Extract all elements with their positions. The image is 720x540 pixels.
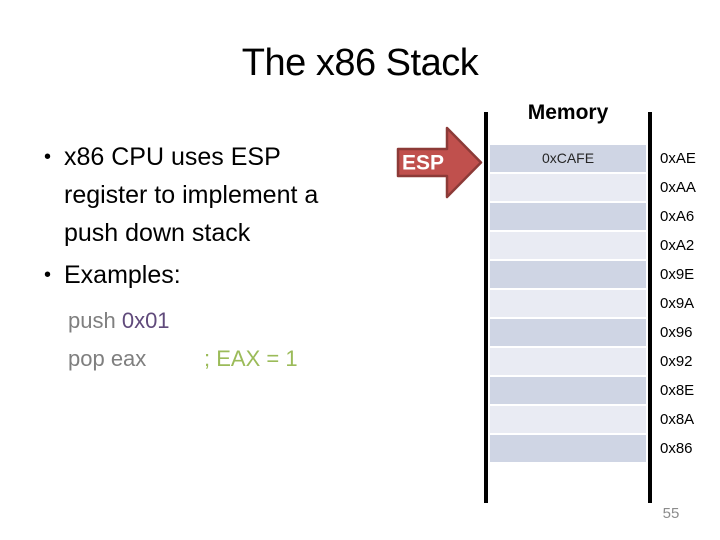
slide-title: The x86 Stack [241,42,479,84]
code-operand: 0x01 [121,308,170,333]
memory-address-label: 0x92 [660,353,693,370]
memory-address-label: 0xA6 [660,208,695,225]
esp-label: ESP [402,152,444,175]
memory-address-column: 0xAE 0xAA 0xA6 0xA2 0x9E 0x9A 0x96 0x92 … [660,145,716,464]
memory-cell [490,319,646,346]
memory-address-label: 0x8A [660,411,695,428]
memory-table: 0xCAFE [490,145,646,464]
memory-cell [490,406,646,433]
arrow-right-icon [396,126,483,199]
memory-cell [490,174,646,201]
memory-address-label: 0xA2 [660,237,695,254]
memory-cell [490,261,646,288]
memory-cell [490,377,646,404]
bullet-icon: • [44,146,52,168]
memory-cell [490,348,646,375]
memory-title: Memory [527,101,609,124]
code-line-pop: pop eax ; EAX = 1 [68,340,404,378]
esp-pointer-arrow: ESP [396,126,483,199]
code-op: push [68,308,122,333]
memory-cell: 0xCAFE [490,145,646,172]
memory-address-label: 0x96 [660,324,693,341]
code-op: pop eax [68,346,147,371]
bullet-list: • x86 CPU uses ESP register to implement… [44,138,404,378]
page-number: 55 [662,505,680,522]
memory-cell [490,232,646,259]
memory-address-label: 0x9A [660,295,695,312]
code-line-push: push 0x01 [68,302,404,340]
memory-cell [490,435,646,462]
bullet-text: x86 CPU uses ESP register to implement a… [64,143,319,247]
memory-address-label: 0xAA [660,179,696,196]
bullet-icon: • [44,264,52,286]
code-example: push 0x01 pop eax ; EAX = 1 [68,302,404,378]
memory-right-line [648,112,652,503]
code-comment: ; EAX = 1 [204,346,298,371]
memory-cell [490,203,646,230]
bullet-text: Examples: [64,261,181,289]
memory-address-label: 0x86 [660,440,693,457]
memory-address-label: 0xAE [660,150,696,167]
bullet-item-esp-register: • x86 CPU uses ESP register to implement… [44,138,404,252]
bullet-item-examples: • Examples: [44,256,404,294]
memory-cell [490,290,646,317]
memory-left-line [484,112,488,503]
memory-address-label: 0x9E [660,266,695,283]
memory-address-label: 0x8E [660,382,695,399]
